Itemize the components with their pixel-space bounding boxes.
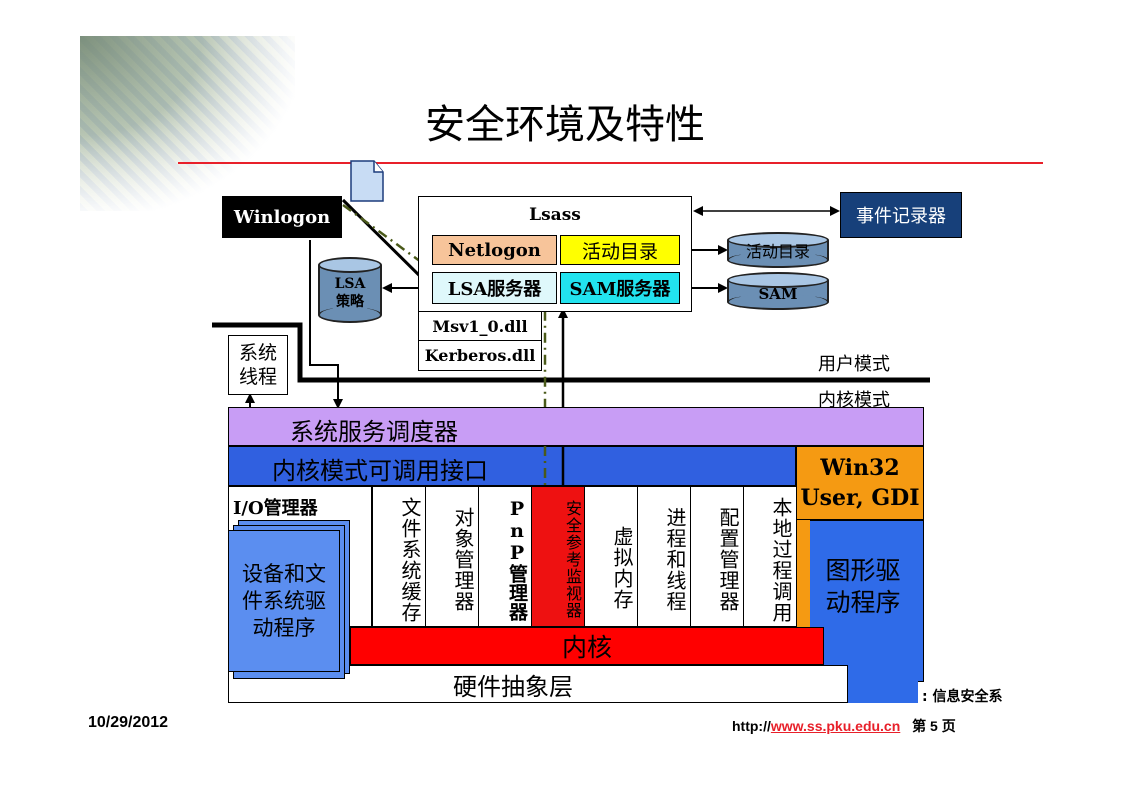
- lsass-label: Lsass: [529, 205, 581, 225]
- pnp-manager-column: PnP管理器: [478, 486, 532, 627]
- device-drivers-box: 设备和文件系统驱动程序: [228, 530, 340, 672]
- footer-url-prefix: http://: [732, 718, 771, 734]
- kerberos-dll-box: Kerberos.dll: [418, 340, 542, 371]
- virtual-memory-column: 虚拟内存: [584, 486, 638, 627]
- sam-database: SAM: [727, 272, 829, 310]
- title-underline: [178, 162, 1043, 164]
- active-directory-database: 活动目录: [727, 232, 829, 268]
- system-threads-box: 系统 线程: [228, 335, 288, 395]
- footer-org-marker: :: [922, 689, 933, 705]
- fs-cache-column: 文件系统缓存: [372, 486, 426, 627]
- footer-org: : 信息安全系: [922, 686, 1002, 706]
- user-mode-label: 用户模式: [818, 354, 890, 375]
- sam-server-box: SAM服务器: [560, 272, 680, 304]
- footer-url-link[interactable]: www.ss.pku.edu.cn: [770, 718, 901, 734]
- footer-url: http://www.ss.pku.edu.cn 第 5 页: [732, 716, 956, 736]
- decorative-collage: [80, 36, 295, 211]
- config-manager-column: 配置管理器: [690, 486, 744, 627]
- win32-user-gdi-label: User, GDI: [800, 485, 920, 511]
- win32-box: Win32 User, GDI: [796, 446, 924, 520]
- lsa-policy-database: LSA 策略: [318, 257, 382, 323]
- lsa-server-box: LSA服务器: [432, 272, 557, 304]
- kernel-mode-label: 内核模式: [818, 390, 890, 411]
- process-thread-column: 进程和线程: [637, 486, 691, 627]
- kernel-boundary-line: [212, 322, 930, 383]
- document-icon: [350, 160, 384, 202]
- kernel-box: 内核: [350, 627, 824, 665]
- graphics-drivers-box: [808, 520, 924, 682]
- winlogon-box: Winlogon: [222, 196, 342, 238]
- kernel-callable-interface-label: 内核模式可调用接口: [272, 457, 488, 485]
- active-directory-box: 活动目录: [560, 235, 680, 265]
- lpc-column: 本地过程调用: [743, 486, 797, 627]
- msv-dll-box: Msv1_0.dll: [418, 311, 542, 341]
- kernel-callable-interface: [228, 446, 796, 486]
- footer-org-text: 信息安全系: [932, 689, 1003, 705]
- netlogon-box: Netlogon: [432, 235, 557, 265]
- security-reference-monitor-column: 安全参考监视器: [531, 486, 585, 627]
- graphics-drivers-label: 图形驱动程序: [825, 556, 901, 617]
- footer-date: 10/29/2012: [88, 714, 169, 731]
- system-service-dispatcher: [228, 407, 924, 446]
- event-logger-box: 事件记录器: [840, 192, 962, 238]
- slide-title: 安全环境及特性: [425, 102, 705, 148]
- system-service-dispatcher-label: 系统服务调度器: [290, 418, 458, 446]
- win32-side: [796, 520, 810, 628]
- graphics-drivers-base: [848, 660, 918, 703]
- io-manager-label: I/O管理器: [233, 498, 318, 519]
- win32-label: Win32: [820, 455, 900, 481]
- object-manager-column: 对象管理器: [425, 486, 479, 627]
- footer-page: 第 5 页: [912, 718, 956, 734]
